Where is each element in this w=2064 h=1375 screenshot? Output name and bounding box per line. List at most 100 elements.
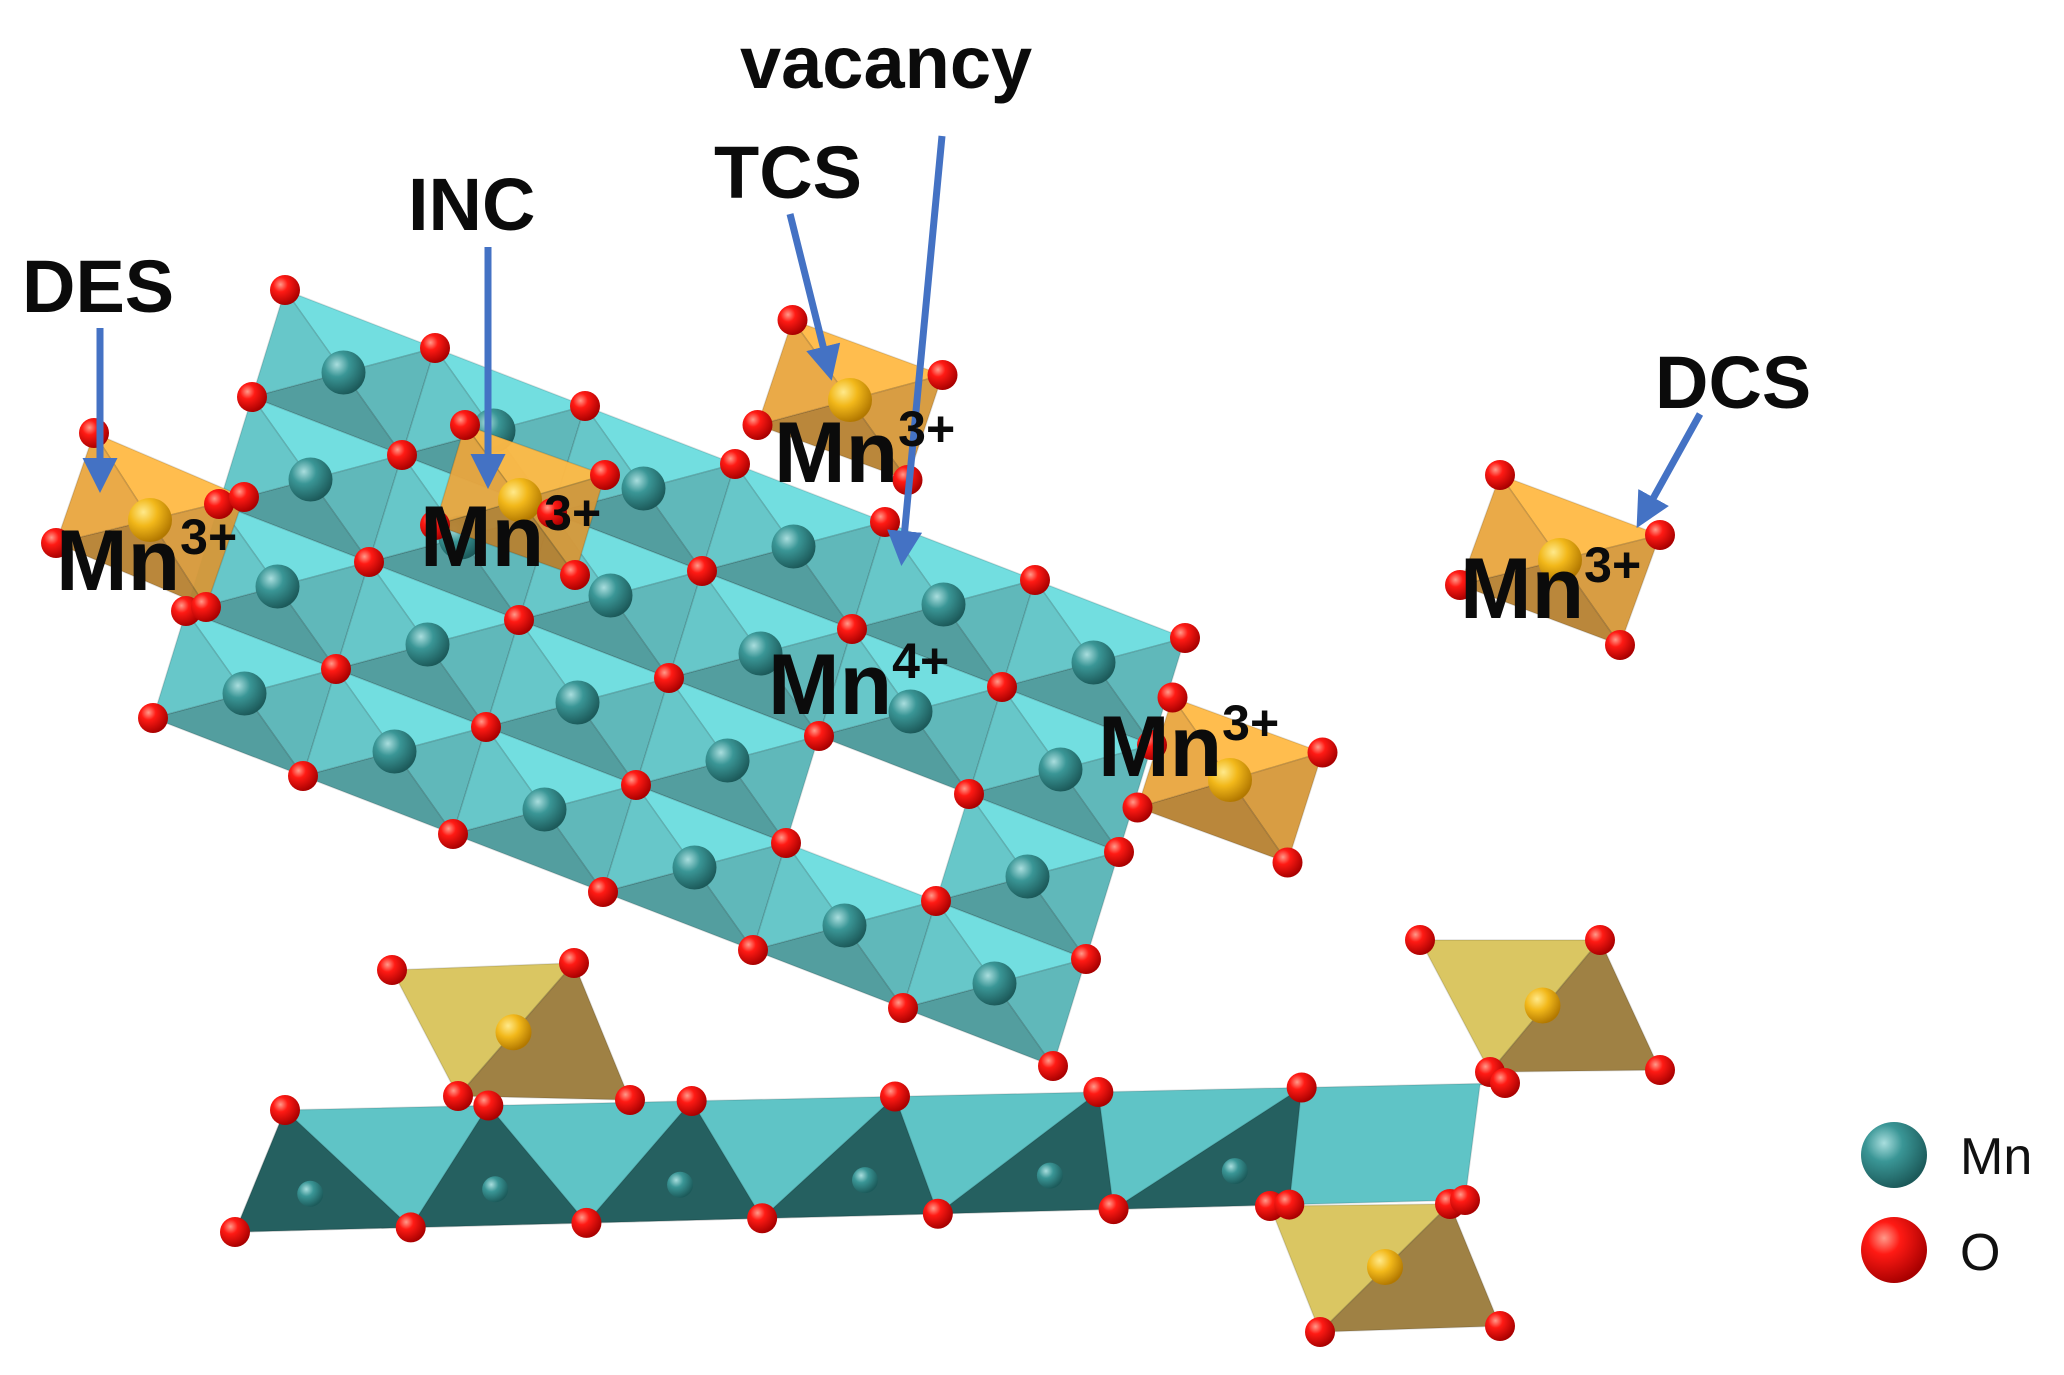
side-mn-atom: [1036, 1162, 1063, 1189]
mn4-octahedron-mn-atom: [588, 573, 633, 618]
o-atom: [1286, 1072, 1317, 1103]
mn4-octahedron-mn-atom: [672, 845, 717, 890]
o-atom: [1020, 565, 1050, 595]
o-atom: [954, 779, 984, 809]
o-atom: [354, 547, 384, 577]
mn4-octahedron-face: [700, 462, 795, 573]
o-atom: [1645, 1055, 1675, 1085]
mn4-octahedron-mn-atom: [321, 350, 366, 395]
mn3-octahedron-mn-atom: [1208, 758, 1252, 802]
mn3-octahedron-mn-atom: [1538, 538, 1582, 582]
layer-plan-view: [41, 275, 1675, 1081]
mn4-octahedron-mn-atom: [888, 689, 933, 734]
site-arrows: [82, 135, 1704, 566]
o-atom: [1445, 570, 1475, 600]
mn4-octahedron-mn-atom: [1071, 640, 1116, 685]
o-atom: [473, 1090, 504, 1121]
o-atom: [738, 935, 768, 965]
o-atom: [443, 1081, 473, 1111]
labels: DES INC TCS vacancy DCS Mn3+ Mn3+ Mn3+ M…: [22, 21, 1811, 795]
mn3-cap-right-bottom-mn-atom: [1367, 1249, 1403, 1285]
mn4-octahedron-face: [334, 560, 429, 671]
mn4-octahedron-mn-atom: [1005, 854, 1050, 899]
o-atom: [79, 418, 109, 448]
label-des: DES: [22, 245, 174, 328]
o-atom: [1450, 1185, 1480, 1215]
mn4-octahedron-mn-atom: [972, 961, 1017, 1006]
mn4-octahedron-mn-atom: [738, 631, 783, 676]
o-atom: [1645, 520, 1675, 550]
o-atom: [537, 498, 567, 528]
side-chain-dark-face: [760, 1095, 939, 1220]
label-vacancy: vacancy: [740, 21, 1032, 104]
o-atom: [1098, 1194, 1129, 1225]
o-atom: [571, 1207, 602, 1238]
side-mn-atom: [297, 1180, 324, 1207]
o-atom: [420, 510, 450, 540]
o-atom: [1305, 1317, 1335, 1347]
o-atom: [880, 1081, 910, 1112]
mn4-octahedron-face: [151, 609, 246, 720]
o-atom: [420, 333, 450, 363]
o-atom: [270, 1095, 300, 1125]
legend-o-label: O: [1960, 1224, 2000, 1282]
o-atom: [1038, 1051, 1068, 1081]
o-atom: [288, 761, 318, 791]
mn4-octahedron-mn-atom: [822, 903, 867, 948]
ion-label-des: Mn3+: [56, 509, 237, 609]
o-atom: [1170, 623, 1200, 653]
layer-side-view: [220, 925, 1675, 1347]
side-chain-dark-face: [584, 1099, 764, 1224]
mn4-octahedron-face: [1000, 578, 1095, 689]
label-inc: INC: [408, 163, 535, 246]
legend-mn-atom-icon: [1861, 1122, 1927, 1188]
o-atom: [777, 305, 808, 335]
legend-mn-label: Mn: [1960, 1128, 2032, 1186]
o-atom: [229, 482, 259, 512]
o-atom: [1274, 1189, 1305, 1220]
mn3-cap-right-top-mn-atom: [1524, 987, 1561, 1024]
arrow-dcs: [1636, 412, 1704, 529]
mn4-octahedron-face: [301, 667, 396, 778]
o-atom: [888, 993, 918, 1023]
mn3-cap-left-mn-atom: [495, 1014, 532, 1051]
ion-label-dcs: Mn3+: [1460, 537, 1641, 637]
o-atom: [1071, 944, 1101, 974]
mn4-octahedron-mn-atom: [372, 729, 417, 774]
mn4-octahedron-face: [817, 627, 912, 738]
side-mn-atom: [1221, 1158, 1248, 1185]
o-atom: [922, 1198, 953, 1229]
o-atom: [191, 592, 221, 622]
o-atom: [921, 886, 951, 916]
ion-label-mn4: Mn4+: [768, 633, 949, 733]
o-atom: [1405, 925, 1435, 955]
side-chain-dark-face: [233, 1108, 413, 1233]
side-mn-atom: [852, 1167, 878, 1194]
o-atom: [270, 275, 300, 305]
o-atom: [321, 654, 351, 684]
mn4-octahedron-mn-atom: [771, 524, 816, 569]
mn4-octahedron-mn-atom: [621, 466, 666, 511]
mn4-octahedron-face: [934, 792, 1029, 903]
o-atom: [138, 703, 168, 733]
o-atom: [41, 528, 71, 558]
mn3-octahedron-mn-atom: [828, 378, 872, 422]
o-atom: [1585, 925, 1615, 955]
mn4-octahedron-mn-atom: [222, 671, 267, 716]
o-atom: [204, 489, 234, 519]
side-view-polyhedra: [233, 938, 1662, 1334]
mn4-octahedron-mn-atom: [255, 564, 300, 609]
o-atom: [742, 410, 773, 440]
o-atom: [870, 507, 900, 537]
arrow-vacancy: [887, 135, 946, 566]
o-atom: [504, 605, 534, 635]
o-atom: [615, 1085, 645, 1115]
side-mn-atom: [667, 1171, 694, 1198]
side-chain-dark-face: [1110, 1086, 1303, 1210]
o-atom: [1485, 460, 1515, 490]
o-atom: [588, 877, 618, 907]
o-atom: [687, 556, 717, 586]
o-atom: [676, 1086, 707, 1116]
o-atom: [1272, 847, 1303, 878]
